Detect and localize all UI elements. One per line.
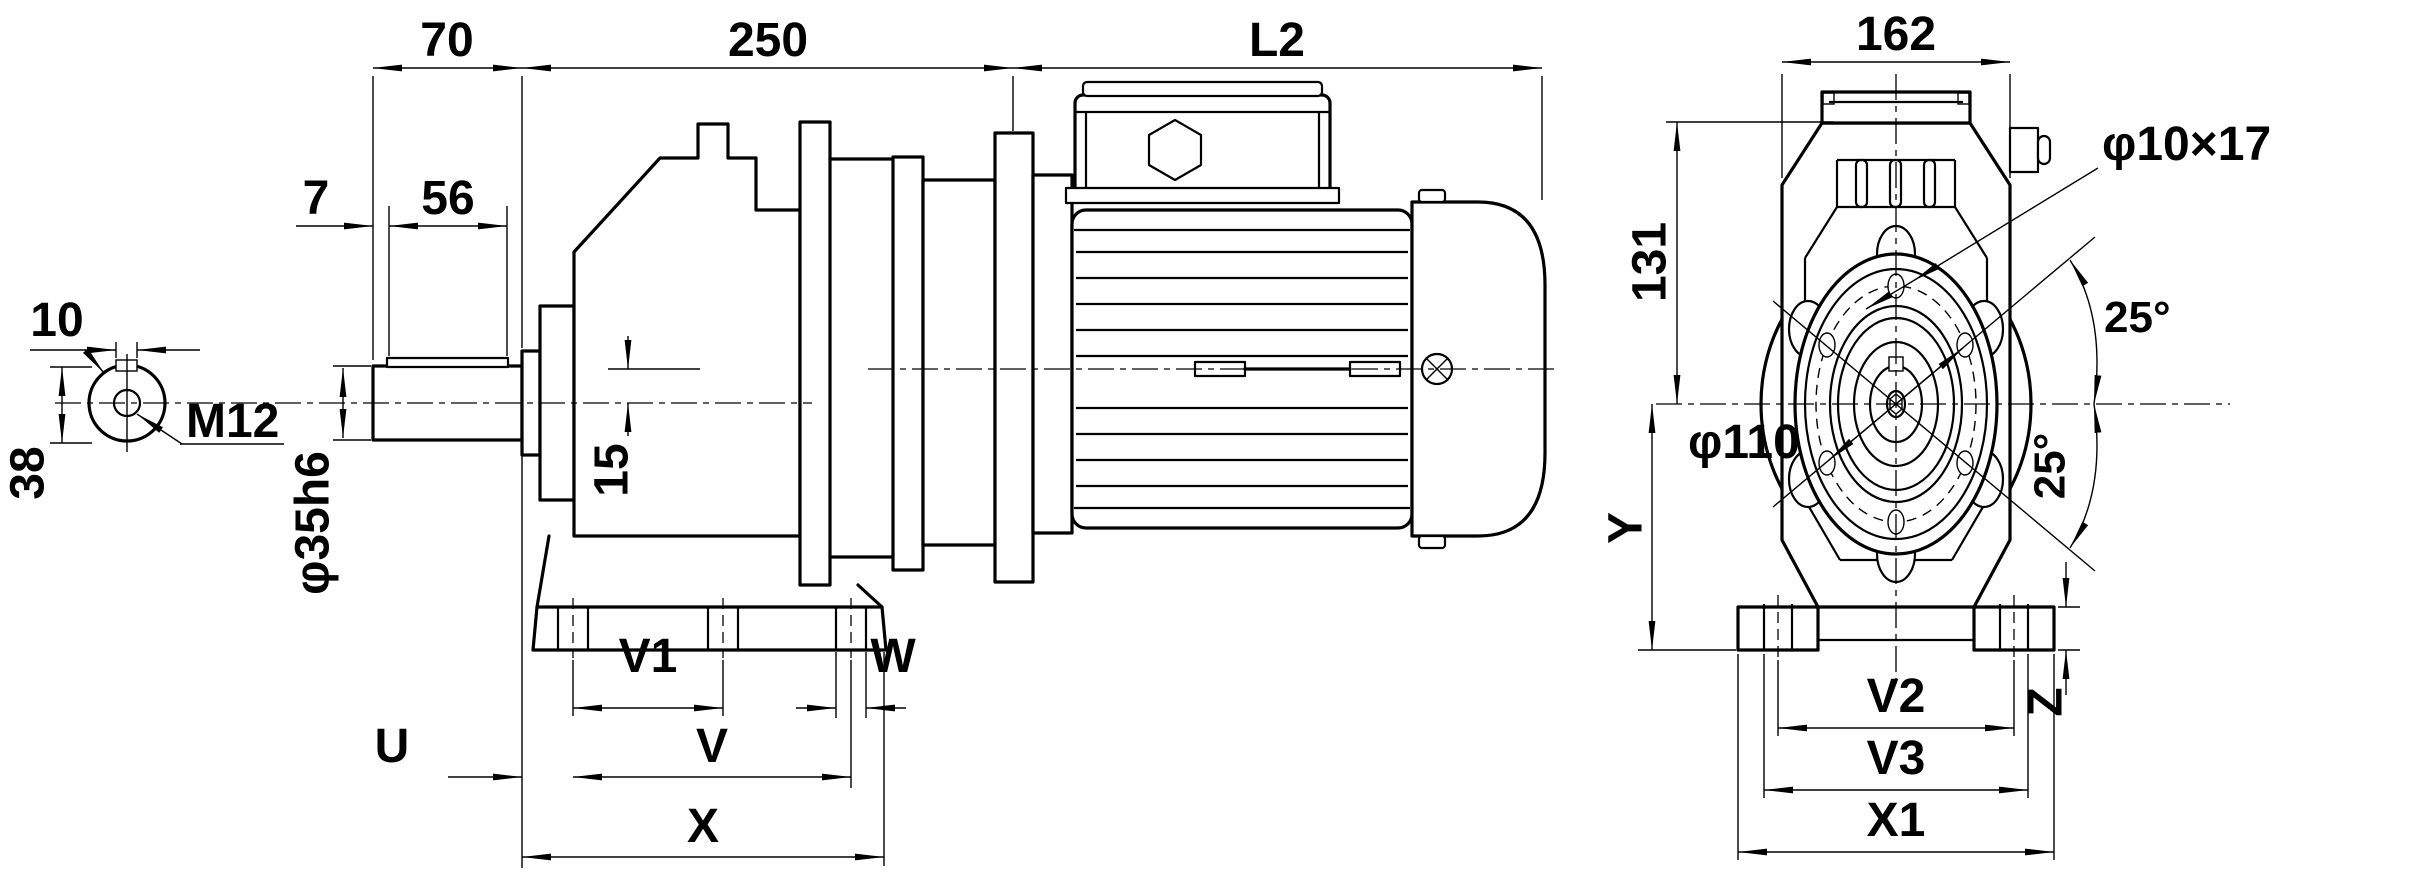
dim-x1: X1: [1738, 794, 2054, 856]
mounting-feet-side: [531, 598, 888, 658]
side-view: [55, 80, 1558, 658]
dim-162-label: 162: [1856, 8, 1936, 61]
motor-flange-ring: [1031, 173, 1074, 535]
dim-bolt-circle-label: φ110: [1688, 416, 1800, 469]
lug-body: [2008, 126, 2040, 174]
dim-15-label: 15: [586, 443, 639, 496]
housing-foot-taper-front: [535, 534, 551, 609]
dim-7-label: 7: [303, 172, 330, 225]
fan-cover: [1410, 188, 1547, 550]
callout-flange-hole: φ10×17: [1865, 118, 2271, 310]
output-flange-disc: [798, 120, 832, 587]
housing-foot-taper-rear: [856, 583, 884, 609]
dim-v-label: V: [696, 720, 728, 773]
front-view: [1656, 74, 2230, 690]
dim-L2-label: L2: [1249, 14, 1305, 67]
extension-lines-front: [1638, 74, 2080, 860]
side-lug: [2008, 126, 2052, 174]
cover-clip-top: [1417, 188, 1447, 204]
dim-y-label: Y: [1600, 512, 1653, 544]
dim-u-label: U: [375, 720, 410, 773]
box-corner-clip-right: [1957, 92, 1970, 105]
dim-w-label: W: [870, 630, 916, 683]
cable-gland-hex-plug: [1147, 118, 1203, 182]
foot-front-slot-lines: [1762, 604, 2030, 650]
dim-70-label: 70: [420, 14, 473, 67]
dim-131: 131: [1624, 122, 1681, 404]
callout-m12-label: M12: [186, 395, 279, 448]
dim-162: 162: [1782, 8, 2010, 66]
dim-L2: L2: [1013, 14, 1542, 72]
hole-axis-line-lower: [1772, 300, 2096, 572]
dim-z-label: Z: [2020, 687, 2073, 716]
dim-shaft-diameter: φ35h6: [287, 368, 347, 595]
dim-7: 7: [296, 172, 373, 230]
cover-clip-bottom: [1417, 534, 1447, 550]
terminal-box-body: [1073, 93, 1332, 197]
dim-y: Y: [1600, 404, 1656, 650]
box-corner-clip-left: [1822, 92, 1835, 105]
dim-shaft-diameter-label: φ35h6: [287, 451, 340, 595]
dim-56: 56: [389, 172, 507, 230]
dim-56-label: 56: [421, 172, 474, 225]
dim-v3: V3: [1764, 732, 2028, 794]
dim-bolt-circle: φ110: [1688, 347, 1964, 469]
foot-slot-lines: [556, 607, 868, 650]
dim-x: X: [522, 800, 884, 861]
foot-slot-centerlines: [572, 598, 852, 658]
dim-w: W: [796, 630, 916, 712]
dimensions-front-view: 162 131 Y Z V2 V3 X1: [1600, 8, 2271, 860]
adapter-bell: [921, 178, 997, 547]
dim-10: 10: [30, 294, 200, 354]
fan-cover-shell: [1410, 200, 1547, 538]
rib-3: [1922, 158, 1937, 209]
rear-cover-disc: [891, 155, 925, 572]
dim-angle-lower: 25°: [2026, 403, 2102, 549]
side-view-centerlines: [55, 368, 1558, 404]
dim-v: V: [573, 720, 851, 781]
dimensions-side-view: 70 250 L2 7 56 10 38: [2, 14, 1543, 868]
dim-v3-label: V3: [1867, 732, 1926, 785]
foot-front-slot-centerlines: [1777, 595, 2015, 658]
lug-tab: [2036, 134, 2052, 166]
dim-15: 15: [586, 336, 639, 497]
dim-250-label: 250: [728, 14, 808, 67]
dim-z: Z: [2020, 562, 2073, 717]
dim-38: 38: [2, 367, 66, 500]
dim-v1-label: V1: [619, 630, 678, 683]
housing-body: [572, 122, 802, 538]
callout-m12: M12: [82, 348, 284, 448]
motor-flange-disc: [993, 131, 1035, 584]
foot-plate: [531, 605, 888, 652]
screw-cross-2: [1426, 358, 1448, 380]
dim-131-label: 131: [1624, 222, 1677, 302]
mounting-feet-front: [1736, 595, 2056, 658]
dim-250: 250: [522, 14, 1013, 72]
dim-10-label: 10: [30, 294, 83, 347]
dim-38-label: 38: [2, 446, 55, 499]
dim-70: 70: [373, 14, 522, 72]
rib-1: [1854, 158, 1869, 209]
dim-v2: V2: [1778, 670, 2014, 732]
dim-angle-lower-label: 25°: [2026, 433, 2075, 500]
dim-x-label: X: [687, 800, 719, 853]
callout-flange-hole-label: φ10×17: [2102, 118, 2271, 171]
dim-angle-upper-label: 25°: [2104, 293, 2171, 342]
dim-v2-label: V2: [1867, 670, 1926, 723]
flange-discs: [798, 120, 1074, 587]
motor-cooling-fins: [1074, 228, 1410, 510]
extension-lines-side: [50, 76, 1543, 868]
terminal-box-lid: [1081, 80, 1324, 98]
dim-x1-label: X1: [1867, 794, 1926, 847]
terminal-box: [1064, 80, 1341, 205]
dim-angle-upper: 25°: [2069, 259, 2171, 405]
dim-v1: V1: [573, 630, 723, 712]
terminal-box-base: [1064, 186, 1341, 205]
dim-u: U: [375, 720, 522, 781]
shaft-key: [385, 356, 510, 369]
